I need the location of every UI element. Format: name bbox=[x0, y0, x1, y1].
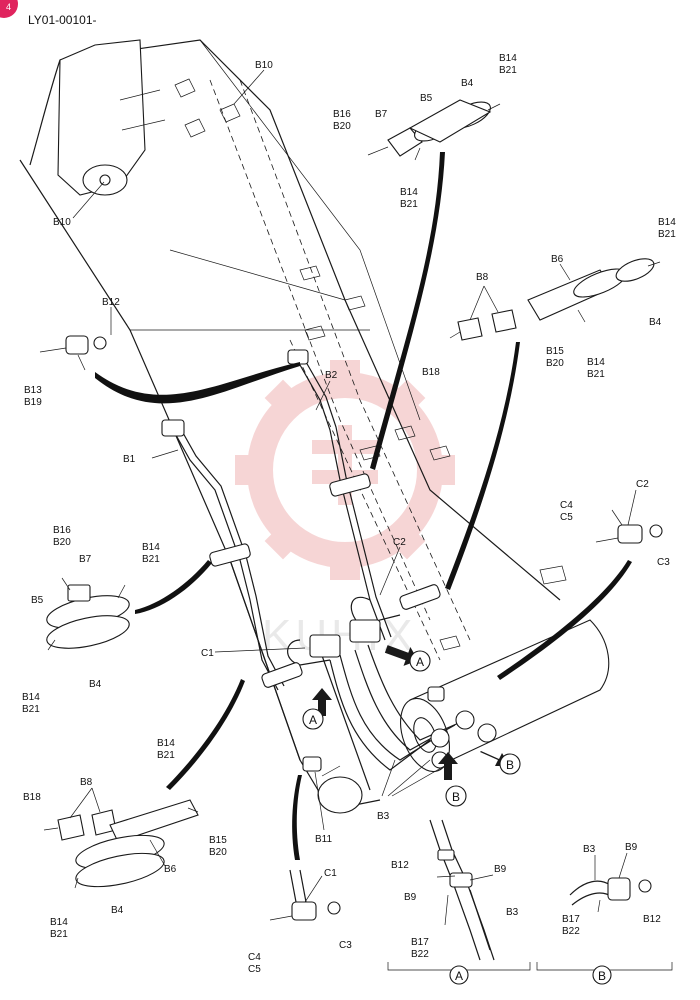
label-b19: B19 bbox=[24, 397, 42, 408]
label-b11: B11 bbox=[315, 834, 332, 845]
label-b20-left: B20 bbox=[53, 537, 71, 548]
label-b12-detail-b: B12 bbox=[643, 914, 661, 925]
corner-badge bbox=[0, 0, 18, 18]
label-b22-detail-a: B22 bbox=[411, 949, 429, 960]
label-c4-right: C4 bbox=[560, 500, 573, 511]
label-b9-detail-a-right: B9 bbox=[494, 864, 507, 875]
label-b14-left-lower: B14 bbox=[22, 692, 40, 703]
label-b15-right: B15 bbox=[546, 346, 564, 357]
label-c2-center: C2 bbox=[393, 537, 406, 548]
top-clamp-assembly bbox=[367, 99, 501, 161]
view-brackets: A B bbox=[387, 962, 673, 985]
label-b5-left: B5 bbox=[31, 595, 44, 606]
label-b10-left: B10 bbox=[53, 217, 71, 228]
label-b21-top: B21 bbox=[499, 65, 517, 76]
watermark-logo: KUHIX bbox=[235, 360, 455, 660]
view-arrows bbox=[312, 645, 510, 780]
label-b5-top: B5 bbox=[420, 93, 433, 104]
view-markers: A A B B bbox=[302, 650, 521, 807]
detail-b-label: B bbox=[598, 969, 606, 983]
label-b3-detail-a: B3 bbox=[506, 907, 519, 918]
label-c3-bottom: C3 bbox=[339, 940, 352, 951]
leader-lines bbox=[69, 69, 637, 903]
c1-coupling bbox=[269, 869, 341, 921]
label-b9-detail-b: B9 bbox=[625, 842, 638, 853]
lower-left-clamp-assembly bbox=[43, 799, 199, 889]
label-b8-right: B8 bbox=[476, 272, 489, 283]
label-b17-detail-a: B17 bbox=[411, 937, 429, 948]
label-b3: B3 bbox=[377, 811, 390, 822]
label-b13: B13 bbox=[24, 385, 42, 396]
label-b20-right: B20 bbox=[546, 358, 564, 369]
detail-a-label: A bbox=[455, 969, 463, 983]
label-b16-left: B16 bbox=[53, 525, 71, 536]
view-marker-b-lower: B bbox=[452, 790, 460, 804]
label-b4-lower-left: B4 bbox=[111, 905, 124, 916]
label-c3-right: C3 bbox=[657, 557, 670, 568]
label-c2-right: C2 bbox=[636, 479, 649, 490]
label-c1-bottom: C1 bbox=[324, 868, 337, 879]
detail-view-b bbox=[569, 877, 652, 913]
label-b21-left: B21 bbox=[142, 554, 160, 565]
detail-view-a bbox=[429, 819, 495, 961]
arrow-a-lower bbox=[312, 688, 332, 716]
label-b14-top: B14 bbox=[499, 53, 517, 64]
label-b22-detail-b: B22 bbox=[562, 926, 580, 937]
small-clamp-upper-left bbox=[39, 335, 107, 371]
label-b17-detail-b: B17 bbox=[562, 914, 580, 925]
callout-labels: B10 B10 B16 B20 B7 B5 B4 B14 B21 B14 B21… bbox=[22, 53, 676, 975]
label-b21-left-lower: B21 bbox=[22, 704, 40, 715]
label-b7-left: B7 bbox=[79, 554, 92, 565]
label-b9-detail-a-left: B9 bbox=[404, 892, 417, 903]
label-b14-bottom-left: B14 bbox=[50, 917, 68, 928]
label-b3-detail-b: B3 bbox=[583, 844, 596, 855]
label-b21-top-lower: B21 bbox=[400, 199, 418, 210]
label-b20-top: B20 bbox=[333, 121, 351, 132]
label-b14-left: B14 bbox=[142, 542, 160, 553]
left-clamp-assembly bbox=[46, 577, 130, 651]
label-b6-right: B6 bbox=[551, 254, 564, 265]
corner-badge-text: 4 bbox=[6, 2, 11, 12]
right-clamp-assembly bbox=[449, 258, 661, 341]
label-b21-lower-left: B21 bbox=[157, 750, 175, 761]
label-b18-lower-left: B18 bbox=[23, 792, 41, 803]
document-code: LY01-00101- bbox=[28, 13, 97, 27]
label-b14-lower-left: B14 bbox=[157, 738, 175, 749]
label-b7-top: B7 bbox=[375, 109, 388, 120]
label-b1: B1 bbox=[123, 454, 136, 465]
view-marker-a-lower: A bbox=[309, 713, 317, 727]
label-b2: B2 bbox=[325, 370, 338, 381]
view-marker-b-right: B bbox=[506, 758, 514, 772]
label-c1-center: C1 bbox=[201, 648, 214, 659]
c2-coupling bbox=[595, 509, 663, 544]
label-b21-bottom-left: B21 bbox=[50, 929, 68, 940]
label-b14-right: B14 bbox=[658, 217, 676, 228]
label-b16-top: B16 bbox=[333, 109, 351, 120]
label-b4-top: B4 bbox=[461, 78, 474, 89]
label-c4-bottom: C4 bbox=[248, 952, 261, 963]
label-b20-lower-left: B20 bbox=[209, 847, 227, 858]
label-b4-right: B4 bbox=[649, 317, 662, 328]
label-b10-top: B10 bbox=[255, 60, 273, 71]
label-b4-left: B4 bbox=[89, 679, 102, 690]
clamps bbox=[161, 349, 497, 772]
label-b21-right-lower: B21 bbox=[587, 369, 605, 380]
label-b12-detail-a: B12 bbox=[391, 860, 409, 871]
label-b14-top-lower: B14 bbox=[400, 187, 418, 198]
detail-sweeps bbox=[95, 152, 632, 860]
label-c5-right: C5 bbox=[560, 512, 573, 523]
label-b8-lower-left: B8 bbox=[80, 777, 93, 788]
label-b15-lower-left: B15 bbox=[209, 835, 227, 846]
label-b14-right-lower: B14 bbox=[587, 357, 605, 368]
label-b18-right: B18 bbox=[422, 367, 440, 378]
label-b21-right: B21 bbox=[658, 229, 676, 240]
boom-outline bbox=[19, 39, 610, 814]
arrow-b-lower bbox=[438, 752, 458, 780]
label-b6-lower-left: B6 bbox=[164, 864, 177, 875]
label-b12-upper-left: B12 bbox=[102, 297, 120, 308]
view-marker-a-upper: A bbox=[416, 655, 424, 669]
label-c5-bottom: C5 bbox=[248, 964, 261, 975]
